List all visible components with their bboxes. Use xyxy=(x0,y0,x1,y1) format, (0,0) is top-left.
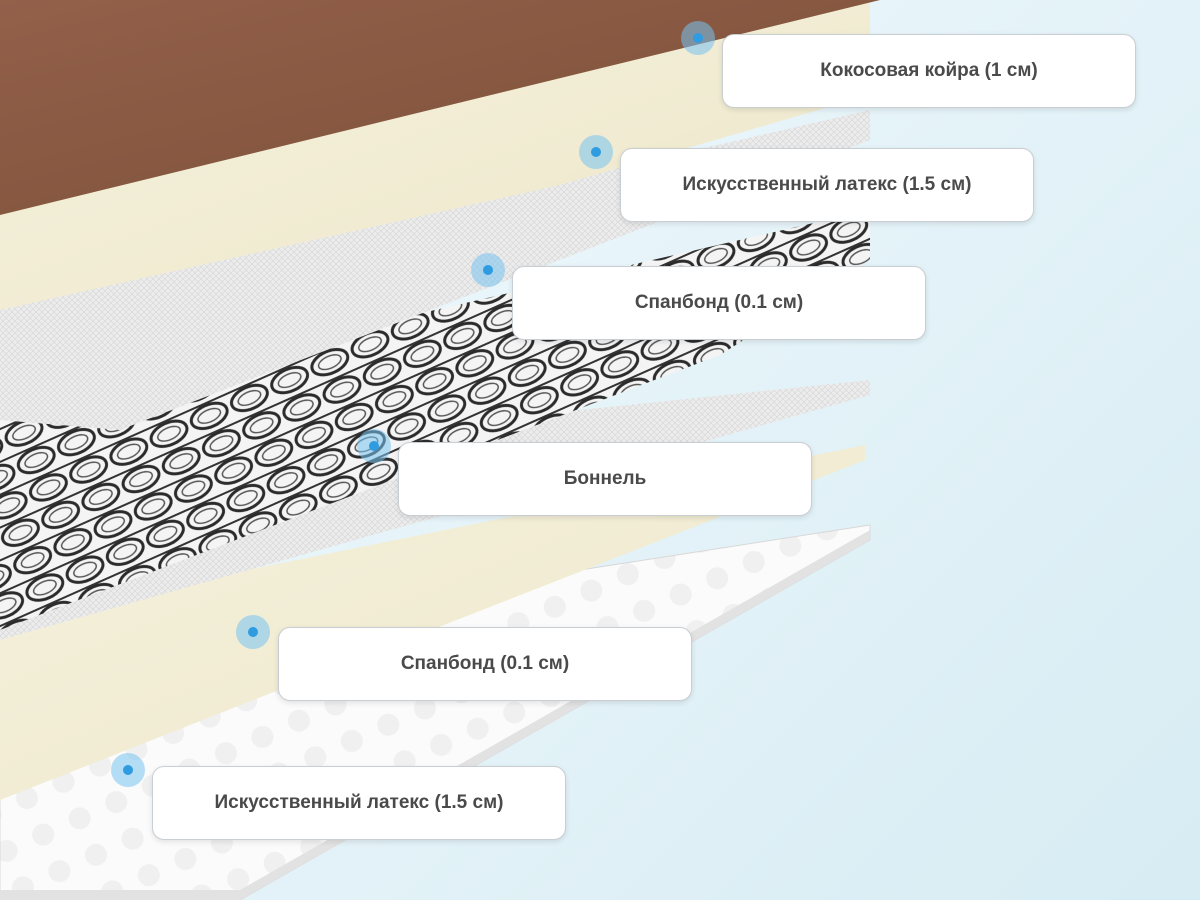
label-latex-bottom: Искусственный латекс (1.5 см) xyxy=(152,766,566,840)
label-coir: Кокосовая койра (1 см) xyxy=(722,34,1136,108)
spunbond-bottom-layer xyxy=(0,445,865,800)
marker-bonnel xyxy=(357,429,391,463)
latex-top-layer xyxy=(0,0,870,310)
coir-layer xyxy=(0,0,880,215)
marker-latex-top xyxy=(579,135,613,169)
label-spunbond-top: Спанбонд (0.1 см) xyxy=(512,266,926,340)
marker-latex-bottom xyxy=(111,753,145,787)
marker-coir xyxy=(681,21,715,55)
label-spunbond-bottom: Спанбонд (0.1 см) xyxy=(278,627,692,701)
marker-spunbond-bottom xyxy=(236,615,270,649)
label-latex-top: Искусственный латекс (1.5 см) xyxy=(620,148,1034,222)
marker-spunbond-top xyxy=(471,253,505,287)
label-bonnel: Боннель xyxy=(398,442,812,516)
